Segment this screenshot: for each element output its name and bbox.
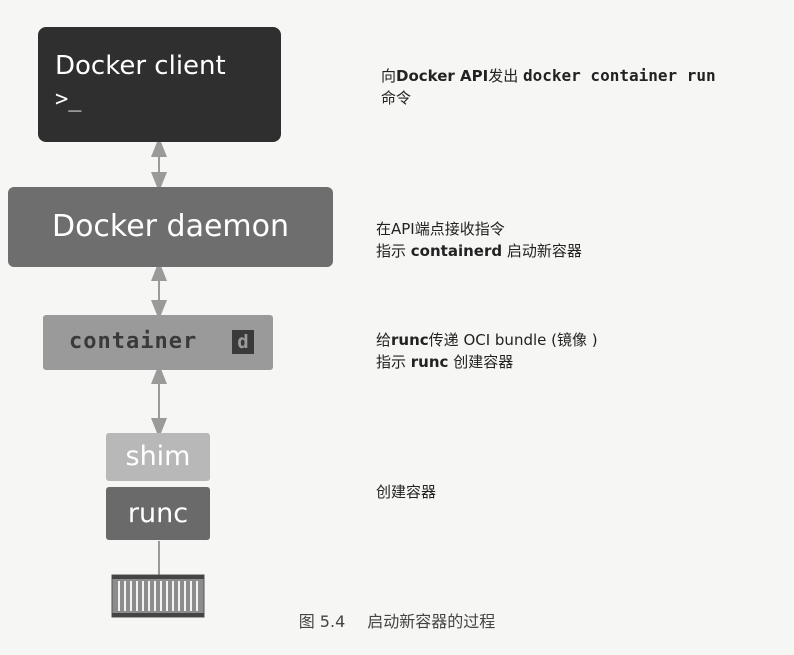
terminal-prompt-icon: >_ xyxy=(55,87,82,112)
shim-label: shim xyxy=(125,441,191,472)
containerd-desc-line2-prefix: 指示 xyxy=(376,353,411,371)
shim-box: shim xyxy=(106,433,210,481)
docker-client-title: Docker client xyxy=(55,51,226,81)
client-desc-suffix: 命令 xyxy=(381,89,412,107)
client-desc-command: docker container run xyxy=(523,66,716,85)
client-description: 向Docker API发出 docker container run 命令 xyxy=(381,65,791,109)
container-icon xyxy=(111,574,205,618)
figure-number: 图 5.4 xyxy=(298,612,346,631)
client-desc-mid: 发出 xyxy=(488,67,523,85)
containerd-desc-line2-suffix: 创建容器 xyxy=(448,353,514,371)
daemon-desc-line2-bold: containerd xyxy=(410,242,503,260)
daemon-description: 在API端点接收指令 指示 containerd 启动新容器 xyxy=(376,218,582,262)
containerd-box: container d xyxy=(43,315,273,370)
daemon-desc-line1: 在API端点接收指令 xyxy=(376,220,505,238)
runc-label: runc xyxy=(127,498,189,529)
containerd-description: 给runc传递 OCI bundle (镜像 ) 指示 runc 创建容器 xyxy=(376,329,598,373)
runc-box: runc xyxy=(106,487,210,540)
containerd-desc-line2-bold: runc xyxy=(410,353,449,371)
containerd-desc-line1-suffix: 传递 OCI bundle (镜像 ) xyxy=(428,331,598,349)
containerd-logo-d: d xyxy=(232,330,254,354)
runc-desc-text: 创建容器 xyxy=(376,483,437,501)
daemon-desc-line2-prefix: 指示 xyxy=(376,242,411,260)
figure-caption: 图 5.4 启动新容器的过程 xyxy=(0,608,794,632)
docker-client-box: Docker client >_ xyxy=(38,27,281,142)
daemon-desc-line2-suffix: 启动新容器 xyxy=(502,242,582,260)
runc-description: 创建容器 xyxy=(376,481,436,503)
containerd-logo-text: container xyxy=(69,329,198,354)
client-desc-api: Docker API xyxy=(396,67,489,85)
client-desc-prefix: 向 xyxy=(381,67,397,85)
figure-title: 启动新容器的过程 xyxy=(367,612,496,631)
containerd-desc-line1-prefix: 给 xyxy=(376,331,392,349)
containerd-desc-line1-bold: runc xyxy=(391,331,429,349)
docker-daemon-label: Docker daemon xyxy=(51,209,290,244)
docker-daemon-box: Docker daemon xyxy=(8,187,333,267)
